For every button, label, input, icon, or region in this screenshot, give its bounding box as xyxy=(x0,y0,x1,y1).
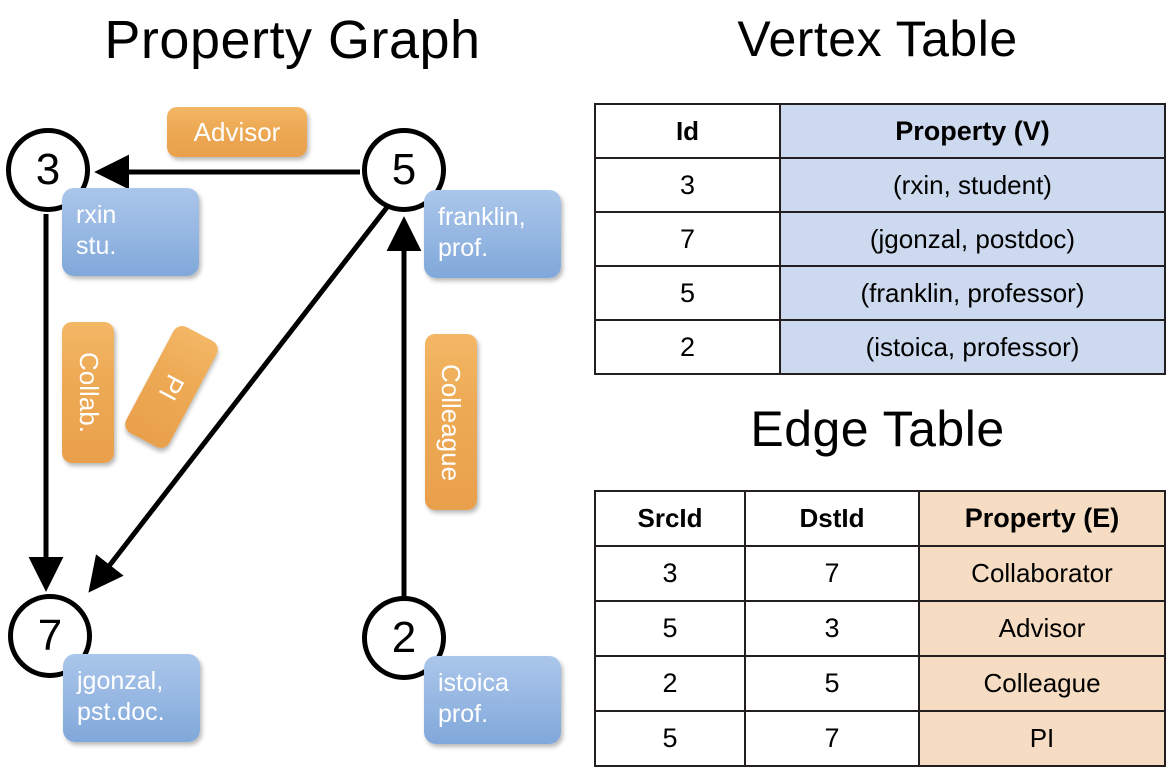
edge-table-header-srcid: SrcId xyxy=(594,490,746,547)
vertex-table: Id Property (V) 3 (rxin, student) 7 (jgo… xyxy=(594,103,1166,375)
vertex-table-header-row: Id Property (V) xyxy=(594,103,1166,159)
edge-table-cell-srcid: 2 xyxy=(594,655,746,712)
vertex-table-cell-property: (rxin, student) xyxy=(779,157,1166,213)
edge-table-header-property: Property (E) xyxy=(918,490,1166,547)
edge-label-box-collab: Collab. xyxy=(62,322,114,463)
edge-table-header-row: SrcId DstId Property (E) xyxy=(594,490,1166,547)
edge-table-cell-property: Colleague xyxy=(918,655,1166,712)
edge-label-text-pi: PI xyxy=(152,369,191,406)
page-title-property-graph: Property Graph xyxy=(104,10,481,70)
property-graph-diagram: 3 5 7 2 rxin stu. franklin, prof. jgonza… xyxy=(0,0,585,760)
edge-label-text-collab: Collab. xyxy=(73,352,104,433)
vertex-table-cell-id: 7 xyxy=(594,211,781,267)
vertex-table-cell-id: 5 xyxy=(594,265,781,321)
edge-label-box-advisor: Advisor xyxy=(167,107,307,157)
page-title-vertex-table: Vertex Table xyxy=(737,11,1018,67)
vertex-table-cell-property: (franklin, professor) xyxy=(779,265,1166,321)
edge-table: SrcId DstId Property (E) 3 7 Collaborato… xyxy=(594,490,1166,767)
edge-table-cell-dstid: 5 xyxy=(744,655,920,712)
edge-label-text-colleague: Colleague xyxy=(436,363,467,481)
vertex-property-box-5: franklin, prof. xyxy=(424,190,561,278)
vertex-property-box-2: istoica prof. xyxy=(424,656,561,744)
edge-table-cell-srcid: 5 xyxy=(594,600,746,657)
edge-table-cell-srcid: 3 xyxy=(594,545,746,602)
vertex-table-cell-id: 3 xyxy=(594,157,781,213)
edge-label-box-colleague: Colleague xyxy=(425,334,477,510)
edge-table-cell-dstid: 7 xyxy=(744,710,920,767)
table-row: 3 7 Collaborator xyxy=(594,545,1166,602)
edge-table-cell-dstid: 3 xyxy=(744,600,920,657)
vertex-table-cell-property: (istoica, professor) xyxy=(779,319,1166,375)
graph-vertex-3-id: 3 xyxy=(35,145,61,194)
vertex-table-cell-id: 2 xyxy=(594,319,781,375)
table-row: 5 3 Advisor xyxy=(594,600,1166,657)
graph-vertex-2-id: 2 xyxy=(391,613,417,662)
vertex-table-header-id: Id xyxy=(594,103,781,159)
graph-vertex-5[interactable]: 5 xyxy=(362,128,446,212)
graph-vertex-7-id: 7 xyxy=(37,611,63,660)
table-row: 5 7 PI xyxy=(594,710,1166,767)
vertex-table-header-property: Property (V) xyxy=(779,103,1166,159)
vertex-table-cell-property: (jgonzal, postdoc) xyxy=(779,211,1166,267)
vertex-property-box-3: rxin stu. xyxy=(62,188,199,276)
edge-table-cell-property: Advisor xyxy=(918,600,1166,657)
edge-table-cell-srcid: 5 xyxy=(594,710,746,767)
table-row: 7 (jgonzal, postdoc) xyxy=(594,211,1166,267)
edge-table-cell-dstid: 7 xyxy=(744,545,920,602)
edge-label-box-pi: PI xyxy=(121,322,222,452)
edge-label-text-advisor: Advisor xyxy=(193,116,281,147)
table-row: 2 5 Colleague xyxy=(594,655,1166,712)
edge-table-cell-property: Collaborator xyxy=(918,545,1166,602)
page-title-edge-table: Edge Table xyxy=(750,401,1005,457)
edge-table-header-dstid: DstId xyxy=(744,490,920,547)
edge-table-cell-property: PI xyxy=(918,710,1166,767)
graph-vertex-2[interactable]: 2 xyxy=(362,596,446,680)
vertex-property-box-7: jgonzal, pst.doc. xyxy=(63,654,200,742)
table-row: 5 (franklin, professor) xyxy=(594,265,1166,321)
table-row: 2 (istoica, professor) xyxy=(594,319,1166,375)
graph-vertex-5-id: 5 xyxy=(391,145,417,194)
table-row: 3 (rxin, student) xyxy=(594,157,1166,213)
